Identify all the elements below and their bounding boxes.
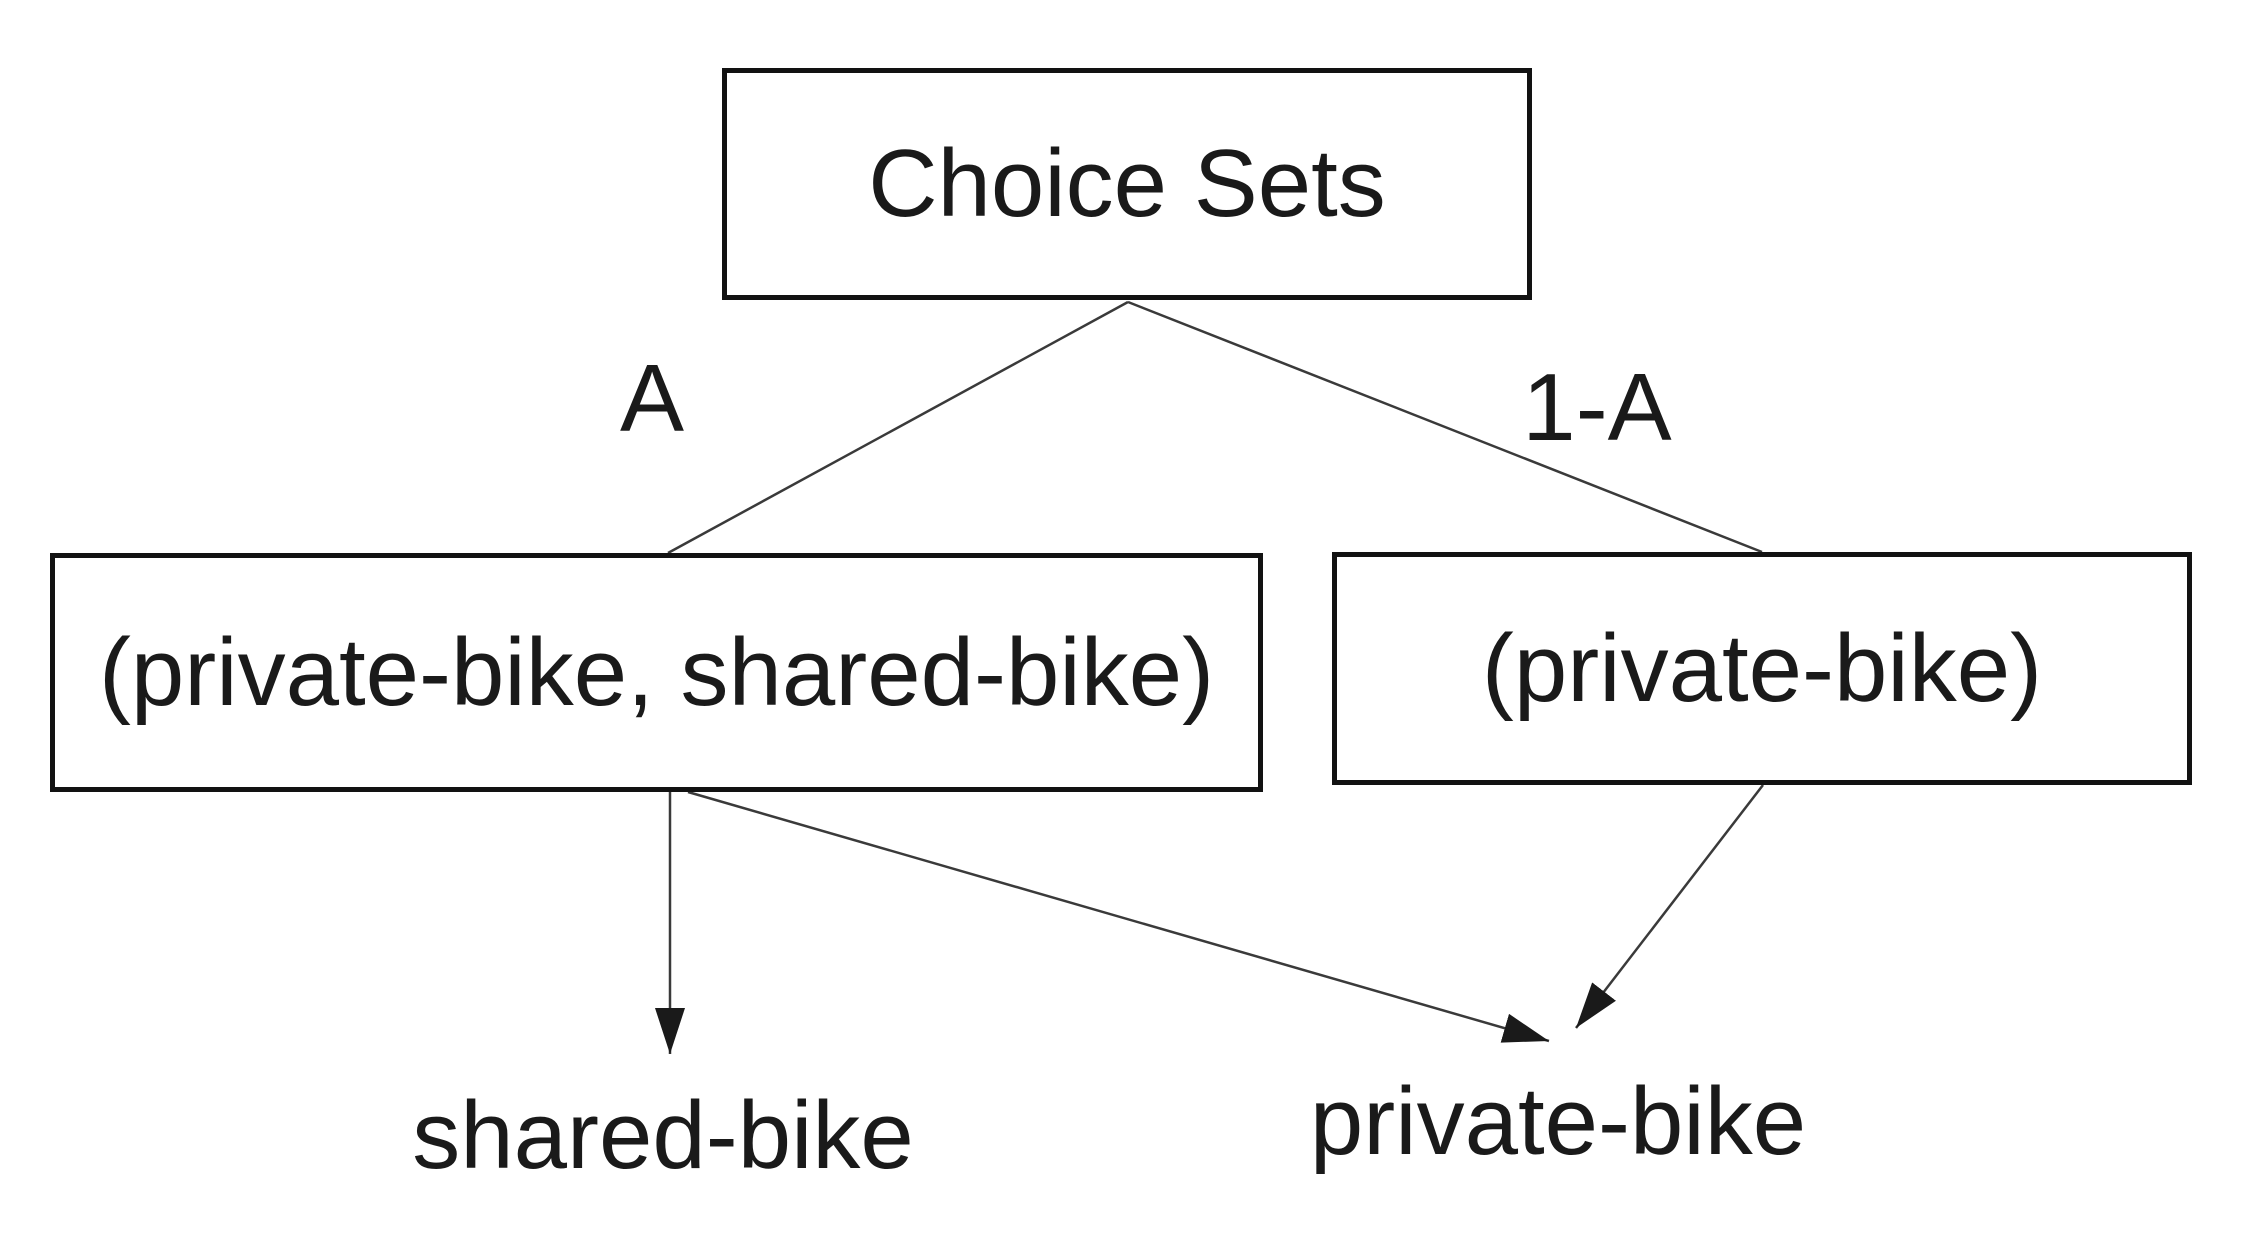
node-private-and-shared-bike: (private-bike, shared-bike) xyxy=(50,553,1263,792)
leaf-shared-bike: shared-bike xyxy=(412,1082,914,1189)
edge-label-probability-one-minus-a: 1-A xyxy=(1522,354,1672,461)
node-private-bike-only: (private-bike) xyxy=(1332,552,2192,785)
edge-label-probability-a: A xyxy=(619,345,685,452)
edge-root-to-both-bikes xyxy=(667,300,1129,555)
arrow-private-only-to-private-bike xyxy=(1575,784,1764,1029)
node-choice-sets-label: Choice Sets xyxy=(868,130,1386,237)
arrow-both-bikes-to-private-bike xyxy=(687,790,1550,1043)
node-private-and-shared-bike-label: (private-bike, shared-bike) xyxy=(98,618,1215,726)
node-private-bike-only-label: (private-bike) xyxy=(1481,614,2043,722)
node-choice-sets: Choice Sets xyxy=(722,68,1532,300)
leaf-private-bike: private-bike xyxy=(1309,1068,1807,1175)
